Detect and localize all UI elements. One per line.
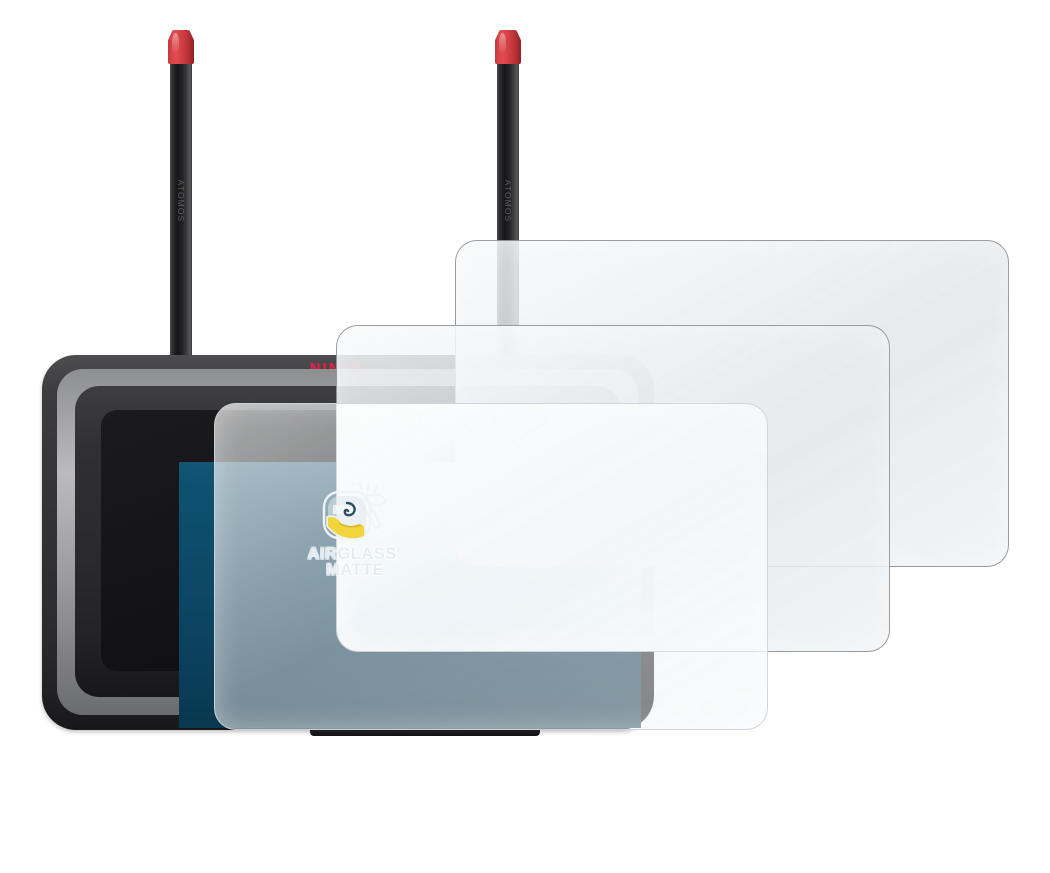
antenna-left-cap [168, 30, 194, 64]
antenna-left: ATOMOS [168, 30, 194, 366]
antenna-right-label: ATOMOS [503, 179, 513, 223]
antenna-right-cap [495, 30, 521, 64]
antenna-left-cap-highlight [171, 33, 180, 55]
antenna-right-cap-highlight [498, 33, 507, 55]
device-foot [310, 728, 540, 736]
antenna-left-label: ATOMOS [176, 179, 186, 223]
antenna-left-shaft [170, 56, 192, 366]
screen-protector-sheet-front [214, 403, 768, 730]
sheet-front-gloss [215, 404, 767, 729]
